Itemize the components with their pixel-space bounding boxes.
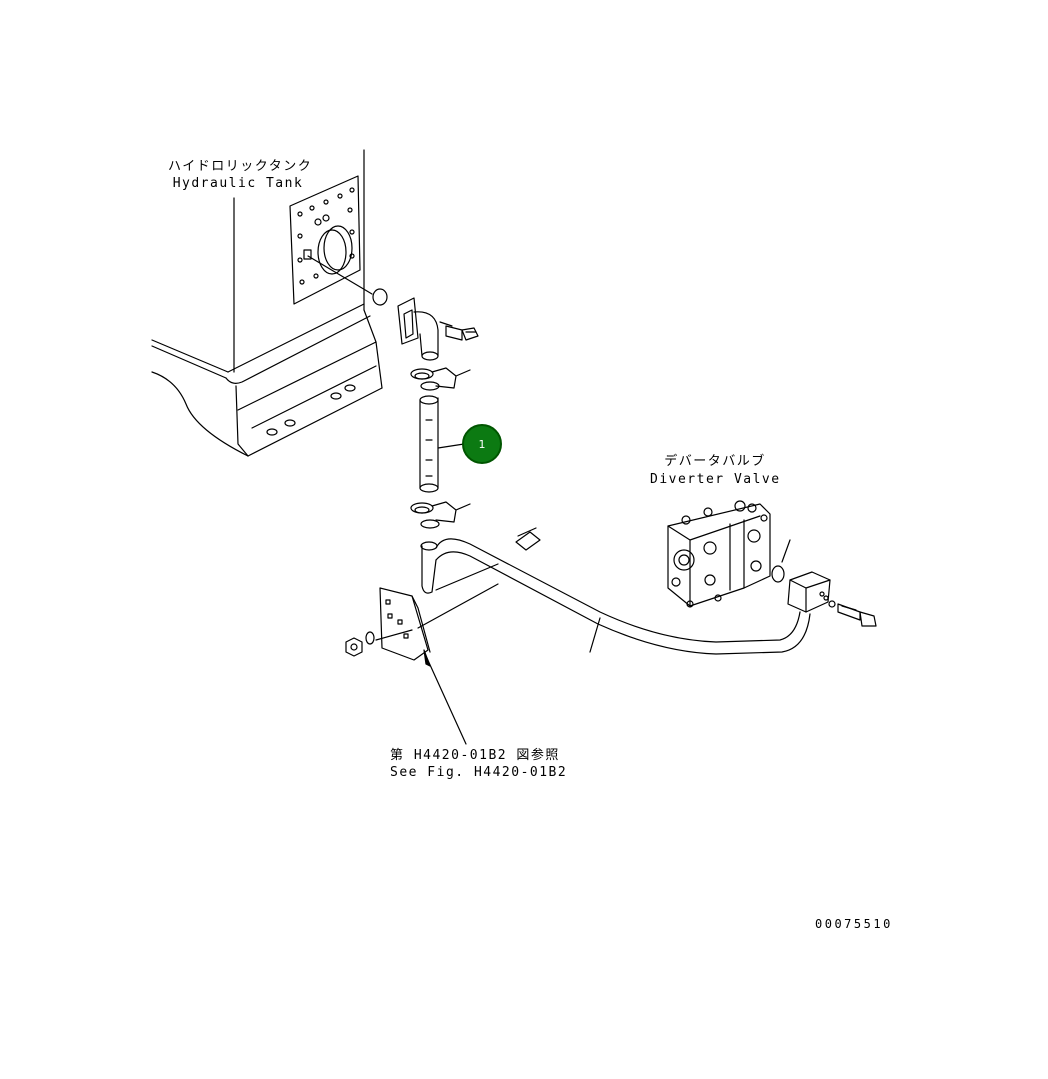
valve-bolt	[828, 600, 877, 627]
see-figure-label-jp: 第 H4420-01B2 図参照	[390, 748, 560, 763]
hose-clamp-upper	[410, 367, 471, 391]
hose-clamp-lower	[410, 501, 471, 529]
hydraulic-tank-label-jp: ハイドロリックタンク	[168, 159, 313, 174]
steel-pipe	[417, 527, 811, 655]
hose-part-1	[419, 395, 465, 493]
hydraulic-tank-label: Hydraulic Tank	[172, 176, 304, 191]
o-ring	[372, 288, 388, 306]
diverter-valve-label-jp: デバータバルブ	[664, 454, 766, 469]
hydraulic-tank-drawing	[151, 149, 383, 457]
see-figure-label: See Fig. H4420-01B2	[390, 765, 568, 780]
bolt	[445, 325, 479, 341]
bracket	[375, 587, 431, 661]
diverter-valve-label: Diverter Valve	[650, 472, 781, 487]
o-ring-valve	[771, 565, 785, 583]
nut-and-washer	[345, 631, 375, 657]
part-callout-1[interactable]: 1	[462, 424, 502, 464]
image-id: 00075510	[815, 917, 893, 931]
tank-flange-plate	[289, 175, 373, 305]
elbow-fitting	[397, 297, 453, 361]
diverter-valve-drawing	[667, 500, 771, 608]
adapter-block	[787, 571, 831, 613]
